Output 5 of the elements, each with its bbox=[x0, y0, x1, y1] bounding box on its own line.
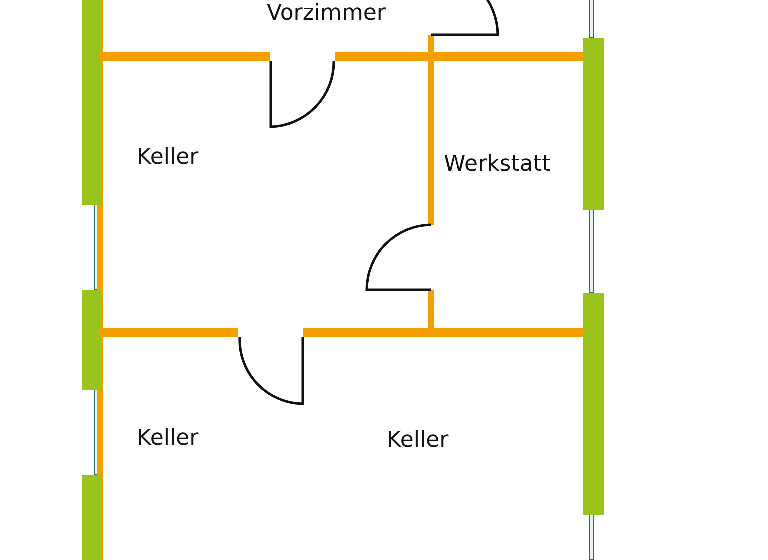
room-label: Vorzimmer bbox=[267, 3, 386, 25]
room-label: Werkstatt bbox=[444, 154, 551, 176]
room-label: Keller bbox=[137, 428, 199, 450]
room-label: Keller bbox=[137, 147, 199, 169]
room-label: Keller bbox=[387, 430, 449, 452]
